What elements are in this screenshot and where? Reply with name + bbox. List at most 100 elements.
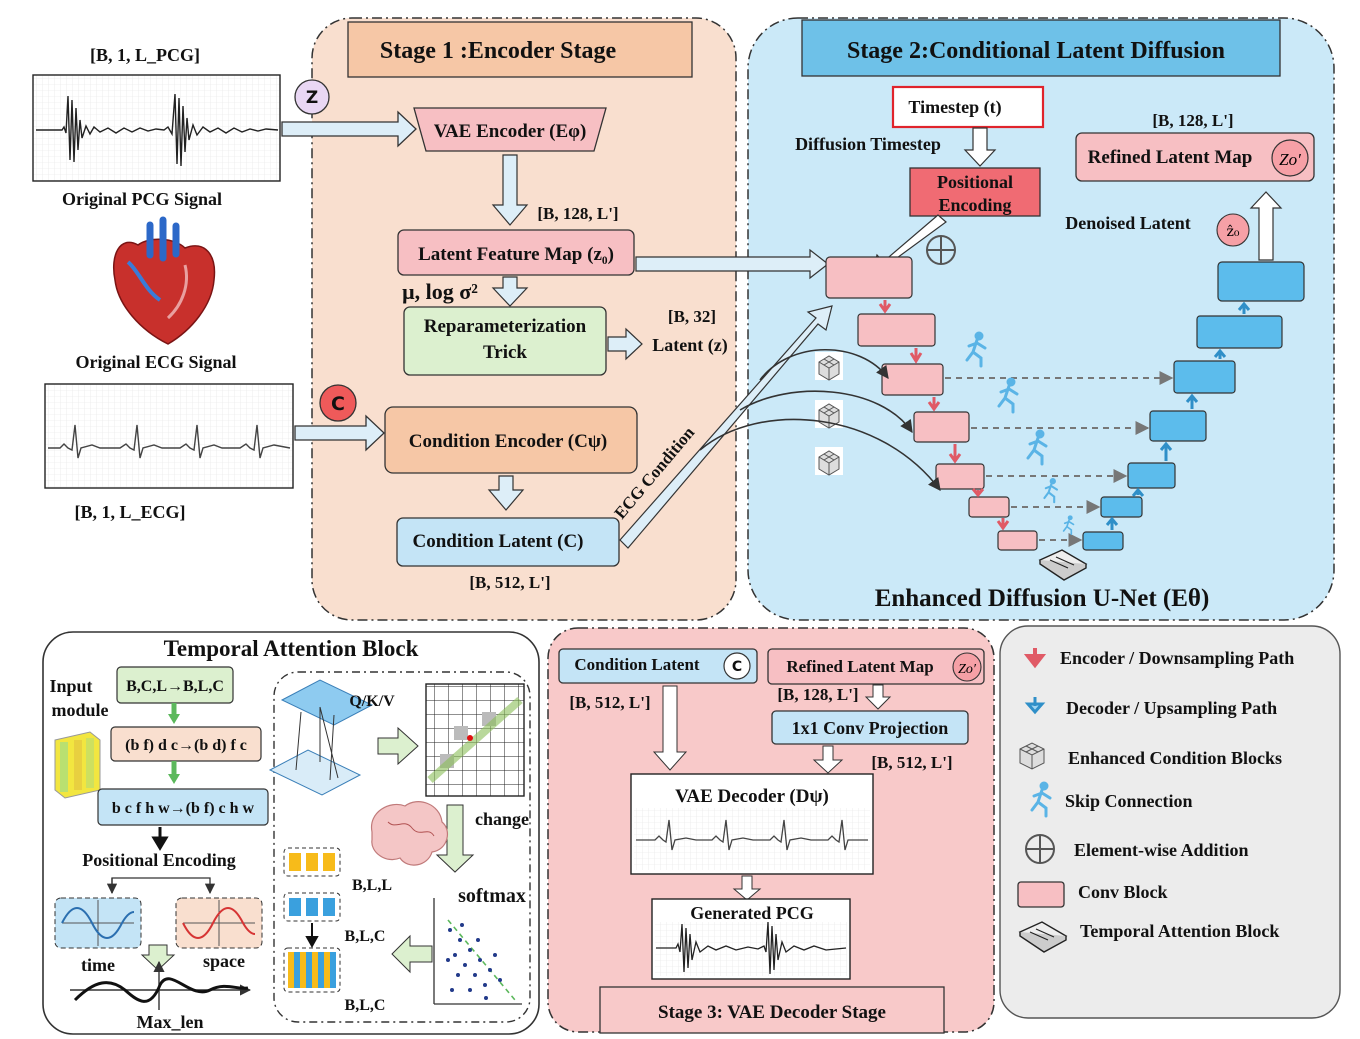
tab-max-len-label: Max_len (137, 1012, 204, 1032)
decoder-block-6 (1196, 315, 1283, 349)
tab-title: Temporal Attention Block (164, 636, 419, 661)
stage3-shape-128: [B, 128, L'] (777, 685, 858, 704)
timestep-down-arrow (963, 127, 997, 167)
condition-block-icons (815, 352, 843, 476)
temporal-attention-icon (1038, 549, 1088, 581)
decoder-block-1 (1082, 531, 1124, 551)
svg-text:(b f) d c→(b d) f c: (b f) d c→(b d) f c (125, 737, 247, 754)
vae-decoder-box: VAE Decoder (Dψ) (630, 773, 874, 875)
stage2-title-box: Stage 2:Conditional Latent Diffusion (801, 19, 1281, 77)
tab-time-label: time (81, 955, 115, 975)
vae-encoder-box: VAE Encoder (Eφ) (413, 107, 607, 152)
stage3-refined-latent-box: Refined Latent Map Zo′ (767, 648, 985, 685)
svg-text:Generated PCG: Generated PCG (690, 903, 813, 923)
z-badge: Z (294, 79, 330, 115)
legend-decoder-icon (1024, 697, 1046, 715)
svg-text:Encoding: Encoding (938, 195, 1011, 215)
condition-injection-arcs (699, 349, 941, 492)
conv-block-5 (935, 463, 985, 490)
decoder-block-3 (1127, 462, 1176, 489)
latent-feature-map-box: Latent Feature Map (z₀) (397, 229, 635, 276)
ecg-shape-label: [B, 1, L_ECG] (74, 502, 185, 522)
skip-connection-icons (965, 331, 1075, 536)
decoder-to-generated-arrow (732, 875, 762, 901)
tab-arrow-3 (151, 827, 169, 851)
svg-text:Zo′: Zo′ (1279, 150, 1301, 169)
encoder-down-arrow-3 (487, 475, 525, 511)
reparam-box: Reparameterization Trick (403, 306, 607, 376)
conv-projection-box: 1x1 Conv Projection (771, 710, 969, 745)
encoder-down-arrow-2 (491, 276, 529, 307)
stage1-shape-512: [B, 512, L'] (469, 573, 550, 592)
addition-icon (926, 235, 956, 265)
pcg-caption: Original PCG Signal (62, 189, 222, 209)
legend-item-addition: Element-wise Addition (1074, 840, 1249, 860)
legend-conv-block-icon (1017, 881, 1065, 908)
c-badge: C (319, 384, 357, 422)
legend-item-condition: Enhanced Condition Blocks (1068, 748, 1282, 768)
pcg-to-encoder-arrow (281, 110, 417, 148)
positional-encoding-box: Positional Encoding (909, 167, 1041, 217)
latent-to-unet-arrow (635, 248, 829, 280)
legend-item-encoder: Encoder / Downsampling Path (1060, 648, 1294, 668)
stage3-condition-latent-box: Condition Latent C (558, 648, 758, 684)
tab-input-line2: module (51, 700, 108, 720)
tab-space-label: space (203, 951, 245, 971)
svg-text:VAE Encoder (Eφ): VAE Encoder (Eφ) (434, 121, 587, 142)
svg-text:Stage 3: VAE Decoder Stage: Stage 3: VAE Decoder Stage (658, 1002, 886, 1023)
tab-step2-box: (b f) d c→(b d) f c (110, 726, 262, 762)
attention-grid-icon (425, 683, 525, 797)
condition-latent-box: Condition Latent (C) (396, 517, 620, 567)
tab-softmax-label: softmax (458, 885, 526, 907)
refined-latent-map-box: Refined Latent Map Zo′ (1075, 132, 1315, 182)
tab-input-line1: Input (49, 676, 92, 696)
qkv-to-grid-arrow (377, 726, 419, 766)
svg-text:Refined Latent Map: Refined Latent Map (786, 657, 933, 676)
conv-block-1 (825, 256, 913, 299)
svg-text:Latent Feature Map (z₀): Latent Feature Map (z₀) (418, 244, 614, 265)
legend-item-decoder: Decoder / Upsampling Path (1066, 698, 1277, 718)
tab-merge-arrow (140, 944, 176, 971)
condition-encoder-box: Condition Encoder (Cψ) (384, 406, 638, 474)
blc-stack (283, 847, 341, 993)
legend-item-skip: Skip Connection (1065, 791, 1193, 811)
svg-text:Zo′: Zo′ (958, 662, 977, 677)
ecg-condition-arrow (619, 305, 833, 549)
time-icon (54, 897, 142, 949)
stage3-shape-512-left: [B, 512, L'] (569, 693, 650, 712)
conv-to-decoder-arrow (812, 745, 844, 774)
decoder-block-5 (1173, 360, 1236, 394)
svg-text:b c f h w→(b f) c h w: b c f h w→(b f) c h w (112, 800, 255, 817)
legend-temporal-attention-icon (1018, 921, 1068, 953)
pcg-shape-label: [B, 1, L_PCG] (90, 45, 200, 65)
svg-text:1x1 Conv Projection: 1x1 Conv Projection (792, 718, 949, 738)
unet-title: Enhanced Diffusion U-Net (Eθ) (875, 585, 1210, 612)
legend-encoder-icon (1023, 648, 1047, 669)
conv-block-6 (968, 496, 1010, 518)
max-len-curve (70, 960, 252, 1010)
svg-text:Z: Z (306, 88, 318, 108)
svg-text:VAE Decoder (Dψ): VAE Decoder (Dψ) (675, 786, 829, 807)
svg-text:Condition Latent: Condition Latent (574, 655, 699, 674)
stage1-title: Stage 1 :Encoder Stage (380, 38, 617, 64)
tab-positional-encoding: Positional Encoding (82, 850, 236, 870)
stage2-title: Stage 2:Conditional Latent Diffusion (847, 38, 1225, 64)
decoder-block-7 (1217, 261, 1305, 302)
svg-text:ẑ₀: ẑ₀ (1227, 224, 1240, 240)
tab-step3-box: b c f h w→(b f) c h w (97, 788, 269, 826)
svg-text:C: C (732, 659, 742, 675)
change-down-arrow (435, 804, 475, 873)
tab-change-label: change (475, 809, 529, 829)
legend-item-conv: Conv Block (1078, 882, 1168, 902)
condition-to-decoder-arrow (652, 685, 688, 771)
stage1-shape-32: [B, 32] (668, 307, 716, 326)
latent-z-label: Latent (z) (652, 335, 727, 356)
stage3-arrow-to-conv (864, 684, 892, 710)
unet-up-arrow (1249, 191, 1283, 261)
conv-block-2 (857, 313, 936, 347)
svg-text:Refined Latent Map: Refined Latent Map (1088, 147, 1253, 168)
stage2-shape-128: [B, 128, L'] (1152, 111, 1233, 130)
stage1-title-box: Stage 1 :Encoder Stage (347, 21, 693, 78)
conv-block-3 (881, 363, 944, 396)
